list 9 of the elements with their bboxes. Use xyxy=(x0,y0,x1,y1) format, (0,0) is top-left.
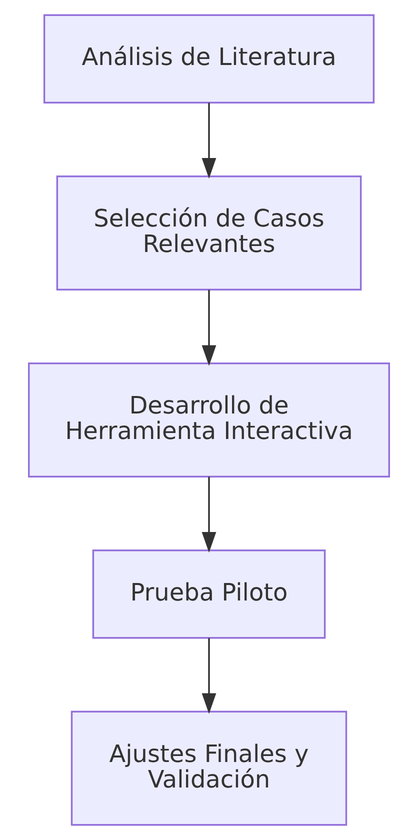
arrow xyxy=(202,638,216,714)
node-box: Ajustes Finales y Validación xyxy=(70,710,348,826)
node-box: Análisis de Literatura xyxy=(43,14,375,104)
arrow xyxy=(202,102,216,179)
arrow xyxy=(202,290,216,366)
node-box: Prueba Piloto xyxy=(92,550,326,639)
arrow xyxy=(202,476,216,553)
node-box: Desarrollo de Herramienta Interactiva xyxy=(28,362,390,478)
node-box: Selección de Casos Relevantes xyxy=(56,176,362,290)
